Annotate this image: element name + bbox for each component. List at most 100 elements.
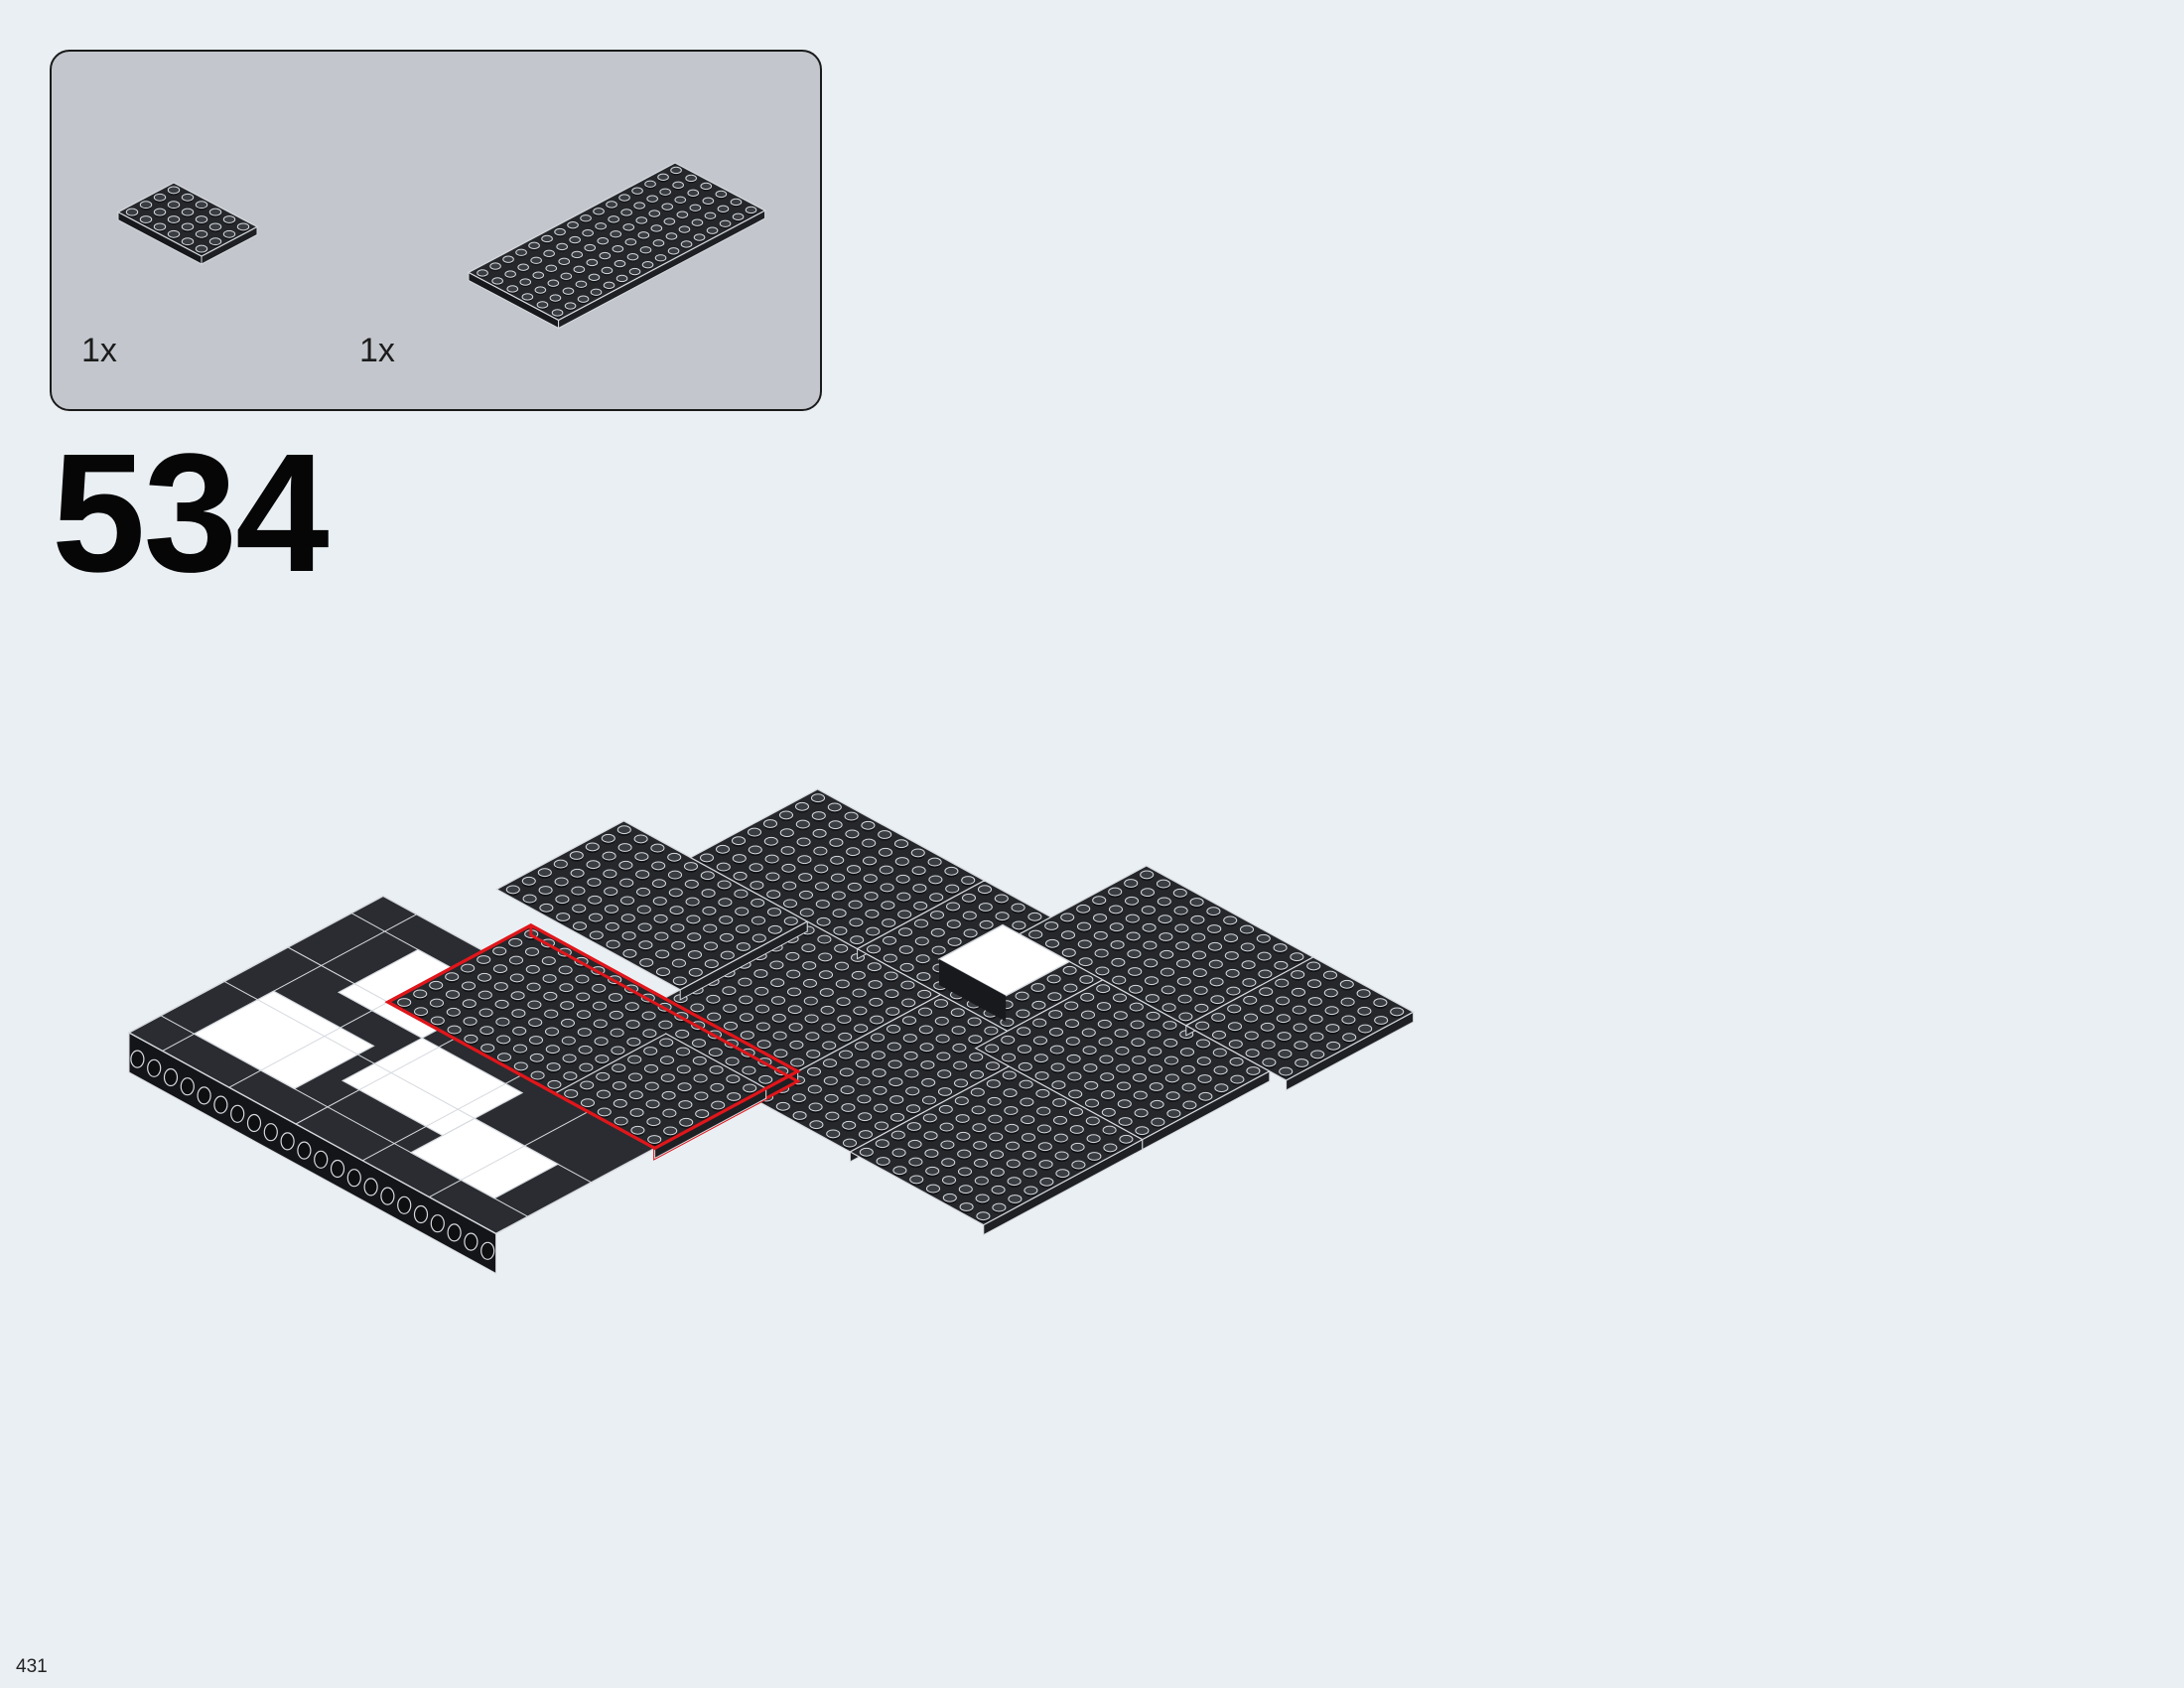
new-plates-highlighted — [384, 922, 801, 1161]
stud — [1063, 983, 1078, 993]
stud — [819, 988, 834, 997]
stud — [1223, 915, 1238, 925]
stud — [783, 916, 798, 926]
stud — [847, 882, 862, 892]
stud — [1326, 1041, 1341, 1051]
stud — [496, 1035, 511, 1045]
stud — [1191, 950, 1207, 960]
stud — [723, 1004, 738, 1013]
stud — [1278, 1049, 1293, 1058]
stud — [1021, 1133, 1036, 1142]
stud — [754, 1004, 770, 1014]
stud — [628, 267, 641, 276]
stud — [1162, 1021, 1177, 1030]
stud — [1084, 1080, 1099, 1090]
stud — [464, 1034, 478, 1044]
stud — [529, 1053, 544, 1062]
stud — [1150, 1099, 1164, 1109]
stud — [1325, 1024, 1340, 1033]
stud — [1011, 903, 1025, 913]
stud — [1177, 994, 1192, 1004]
stud — [765, 872, 780, 882]
stud — [1050, 1062, 1065, 1072]
stud — [946, 919, 961, 929]
stud — [976, 1211, 991, 1221]
stud — [1067, 1071, 1082, 1081]
stud — [1062, 965, 1077, 975]
stud — [558, 257, 571, 266]
stud — [1130, 1020, 1145, 1030]
stud — [1031, 1000, 1046, 1010]
stud — [167, 186, 181, 195]
stud — [1037, 1142, 1052, 1152]
stud — [462, 999, 477, 1009]
stud — [1132, 1055, 1147, 1064]
stud — [559, 983, 574, 993]
stud — [864, 892, 879, 901]
stud — [445, 990, 461, 999]
stud — [592, 1001, 608, 1011]
stud — [646, 1117, 661, 1127]
stud — [1097, 1019, 1112, 1029]
stud — [1119, 1134, 1134, 1144]
stud — [1160, 967, 1175, 977]
stud — [480, 1044, 495, 1053]
stud — [1128, 967, 1143, 976]
stud — [922, 1113, 937, 1123]
stud — [1133, 1090, 1148, 1100]
stud — [816, 916, 831, 926]
stud — [1390, 1007, 1405, 1017]
stud — [564, 1089, 579, 1098]
stud — [647, 1135, 662, 1144]
stud — [1239, 924, 1255, 934]
stud — [935, 1034, 950, 1044]
stud — [668, 888, 683, 898]
stud — [921, 1077, 936, 1087]
stud — [883, 953, 897, 963]
stud — [958, 1185, 973, 1195]
stud — [506, 285, 519, 293]
stud — [700, 871, 715, 881]
existing-plates — [495, 787, 1415, 1236]
stud — [1324, 1006, 1339, 1016]
stud — [794, 801, 810, 811]
stud — [1071, 1160, 1086, 1170]
stud — [1003, 1088, 1018, 1098]
stud — [850, 935, 865, 945]
stud — [524, 947, 540, 956]
stud — [804, 1014, 819, 1024]
stud — [525, 964, 540, 974]
stud — [984, 1026, 999, 1036]
stud — [957, 1149, 972, 1159]
stud — [992, 1202, 1007, 1212]
stud — [545, 264, 558, 272]
stud — [1190, 914, 1205, 924]
stud — [1207, 941, 1223, 951]
stud — [610, 1028, 624, 1038]
stud — [918, 1025, 933, 1035]
stud — [543, 249, 555, 258]
stud — [1076, 904, 1091, 914]
beam-hole — [480, 1241, 495, 1260]
stud — [702, 906, 717, 915]
beam-hole — [163, 1067, 179, 1087]
stud — [1243, 995, 1258, 1005]
stud — [541, 234, 553, 243]
stud — [911, 866, 926, 876]
stud — [717, 205, 730, 213]
stud — [636, 905, 651, 914]
stud — [716, 862, 731, 872]
stud — [854, 1024, 869, 1034]
stud — [978, 903, 993, 912]
stud — [139, 215, 153, 223]
stud — [750, 881, 764, 890]
stud — [1194, 1003, 1209, 1013]
stud — [1111, 957, 1126, 967]
stud — [878, 830, 892, 839]
stud — [1175, 959, 1191, 968]
stud — [635, 870, 650, 879]
stud — [413, 1007, 429, 1017]
stud — [1002, 1070, 1017, 1080]
stud — [879, 865, 893, 875]
stud — [1126, 931, 1141, 941]
